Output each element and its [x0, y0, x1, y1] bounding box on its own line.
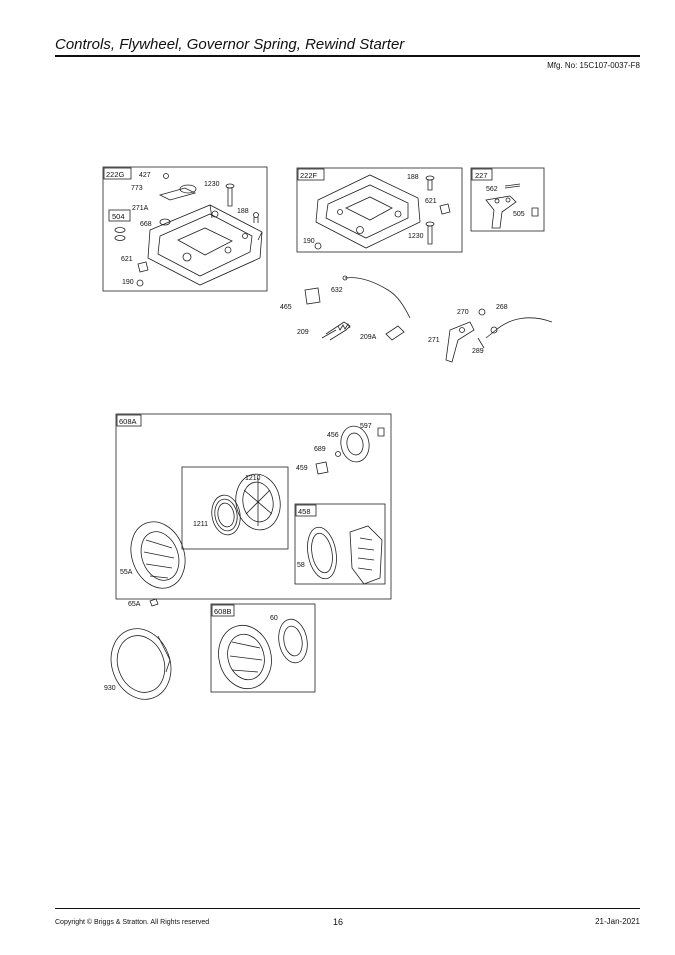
rim-930-shape	[110, 628, 172, 700]
part-label-190-b: 190	[303, 238, 315, 245]
copyright-text: Copyright © Briggs & Stratton. All Right…	[55, 919, 210, 926]
part-label-190: 190	[122, 279, 134, 286]
part-label-271a: 271A	[132, 205, 149, 212]
group-box-227	[470, 167, 545, 232]
part-label-1210: 1210	[245, 475, 261, 482]
part-label-289: 289	[472, 348, 484, 355]
group-label-227: 227	[475, 171, 488, 180]
part-label-60: 60	[270, 615, 278, 622]
part-label-632: 632	[331, 287, 343, 294]
group-label-box-222f	[297, 168, 325, 181]
group-box-1210	[181, 466, 289, 550]
part-label-621-b: 621	[425, 198, 437, 205]
header-rule	[55, 55, 640, 57]
group-box-458	[294, 503, 386, 585]
part-label-456: 456	[327, 432, 339, 439]
part-label-562: 562	[486, 186, 498, 193]
housing-608b-shape	[218, 624, 272, 690]
group-label-box-227	[471, 168, 493, 181]
part-label-209a: 209A	[360, 334, 377, 341]
part-label-773: 773	[131, 185, 143, 192]
part-label-188-b: 188	[407, 174, 419, 181]
group-box-608b	[210, 603, 316, 693]
control-plate-222f-shape	[315, 174, 421, 249]
group-label-box-458	[295, 504, 317, 517]
part-label-1230-b: 1230	[408, 233, 424, 240]
group-label-box-504	[108, 209, 131, 222]
manufacturer-number: Mfg. No: 15C107-0037-F8	[547, 61, 640, 70]
part-label-58: 58	[297, 562, 305, 569]
part-label-268: 268	[496, 304, 508, 311]
part-label-689: 689	[314, 446, 326, 453]
part-label-188: 188	[237, 208, 249, 215]
group-box-222f	[296, 167, 463, 253]
page-title: Controls, Flywheel, Governor Spring, Rew…	[55, 36, 405, 53]
part-label-1230: 1230	[204, 181, 220, 188]
group-box-222g	[102, 166, 268, 292]
part-label-65a: 65A	[128, 601, 141, 608]
group-label-504: 504	[112, 212, 125, 221]
group-label-458: 458	[298, 507, 311, 516]
group-label-box-608a	[116, 414, 142, 427]
group-label-box-608b	[211, 604, 235, 617]
group-label-608a: 608A	[119, 417, 137, 426]
part-label-1211: 1211	[193, 521, 208, 528]
housing-55a-shape	[130, 521, 186, 589]
part-label-930: 930	[104, 685, 116, 692]
part-label-209: 209	[297, 329, 309, 336]
group-label-608b: 608B	[214, 607, 232, 616]
group-label-box-222g	[103, 167, 132, 180]
group-label-222g: 222G	[106, 170, 125, 179]
group-box-608a	[115, 413, 392, 600]
group-label-222f: 222F	[300, 171, 318, 180]
control-plate-222g-shape	[147, 204, 263, 286]
part-label-459: 459	[296, 465, 308, 472]
part-label-55a: 55A	[120, 569, 133, 576]
part-label-505: 505	[513, 211, 525, 218]
part-label-270: 270	[457, 309, 469, 316]
part-label-465: 465	[280, 304, 292, 311]
part-label-271: 271	[428, 337, 440, 344]
footer-rule	[55, 908, 640, 909]
part-label-621: 621	[121, 256, 133, 263]
publication-date: 21-Jan-2021	[595, 917, 640, 926]
part-label-597: 597	[360, 423, 372, 430]
page-number: 16	[333, 917, 344, 927]
part-label-427: 427	[139, 172, 151, 179]
part-label-668: 668	[140, 221, 152, 228]
